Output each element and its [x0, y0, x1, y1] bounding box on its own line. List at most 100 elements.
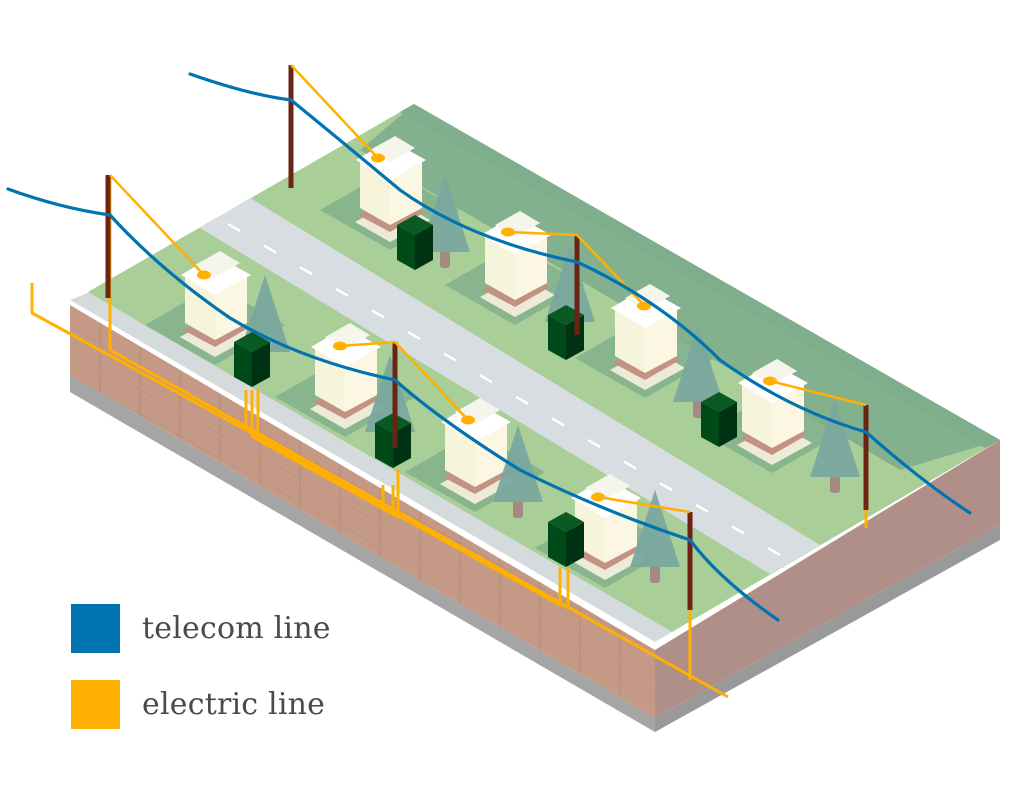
transformer-side	[375, 423, 393, 468]
house-wall-left	[315, 347, 345, 412]
electric-drop-line	[597, 495, 691, 514]
utility-pole	[574, 235, 580, 335]
house-roof-upper	[625, 284, 670, 310]
transformer-box	[548, 512, 584, 567]
road-dash	[371, 309, 385, 319]
road-dash	[587, 438, 601, 449]
transformer-side	[701, 402, 719, 447]
grass-top	[88, 104, 1000, 632]
transformer-side	[548, 522, 566, 567]
electric-branch	[396, 470, 570, 610]
house-lots	[145, 136, 860, 588]
tree	[673, 325, 723, 418]
transformer-box	[701, 392, 737, 447]
tree-canopy	[545, 245, 595, 322]
road-dash	[227, 222, 241, 233]
house-wall-right	[772, 383, 804, 448]
transformer-front	[566, 522, 584, 567]
legend-item-telecom: telecom line	[71, 603, 331, 653]
house-roof-upper	[195, 251, 240, 277]
electric-drop-line	[339, 340, 469, 421]
transformer-front	[719, 402, 737, 447]
transformer-front	[415, 225, 433, 270]
telecom-swatch	[71, 603, 120, 653]
road	[200, 198, 820, 574]
house-wall-right	[605, 498, 637, 563]
transformer-front	[252, 342, 270, 387]
underground-electric-lines	[30, 175, 868, 699]
road-dash	[731, 525, 745, 535]
tree-canopy	[493, 425, 543, 502]
house-wall-left	[742, 383, 772, 448]
house-wall-left	[615, 308, 645, 373]
transformer-top	[397, 215, 433, 235]
electric-drop-line	[109, 174, 205, 276]
road-dash	[551, 417, 565, 427]
transformer-top	[701, 392, 737, 412]
road-dash	[299, 266, 313, 276]
utility-poles	[105, 65, 869, 610]
utility-pole	[288, 65, 294, 188]
electric-branch	[381, 485, 562, 607]
transformer-side	[548, 315, 566, 360]
tree-trunk	[650, 565, 660, 583]
house-wall-right	[345, 347, 377, 412]
tree-canopy	[365, 355, 415, 432]
road-dash	[479, 374, 493, 384]
transformer-box	[234, 332, 270, 387]
house-wall-right	[645, 308, 677, 373]
road-dash	[335, 287, 349, 297]
tree-trunk	[830, 475, 840, 493]
road-dash	[767, 546, 781, 557]
transformer-side	[234, 342, 252, 387]
telecom-line-front	[6, 187, 780, 622]
soil-right-face	[655, 440, 1000, 718]
tree-trunk	[693, 400, 703, 418]
tree	[493, 425, 543, 518]
back-lawn-wide	[360, 104, 1000, 470]
utility-pole	[392, 342, 398, 448]
road-dash	[443, 352, 457, 362]
house-roof-upper	[752, 359, 797, 385]
house	[445, 211, 585, 325]
house-wall-right	[515, 235, 547, 300]
house-wall-left	[445, 422, 475, 487]
electric-swatch	[71, 679, 120, 729]
road-dash	[515, 395, 529, 405]
transformer-box	[397, 215, 433, 270]
telecom-line-back	[188, 72, 972, 515]
legend-label-electric: electric line	[142, 686, 326, 722]
utility-pole	[687, 512, 693, 610]
house-wall-left	[485, 235, 515, 300]
overhead-electric-drops	[109, 64, 867, 514]
road-dash	[263, 244, 277, 254]
utility-pole	[863, 405, 869, 510]
legend-label-telecom: telecom line	[142, 610, 331, 646]
house	[535, 474, 675, 588]
utility-pole	[105, 175, 111, 298]
sidewalk	[70, 292, 672, 642]
road-center-dashes	[227, 222, 781, 557]
road-dash	[623, 460, 637, 470]
telecom-lines	[6, 72, 972, 622]
road-dash	[695, 503, 709, 513]
tree-trunk	[440, 250, 450, 268]
tree-trunk	[513, 500, 523, 518]
tree-canopy	[673, 325, 723, 402]
slab-base-front	[70, 375, 655, 732]
road-dash	[659, 482, 673, 492]
electric-drop-line	[769, 379, 867, 407]
slab-base-right	[655, 525, 1000, 732]
tree	[810, 400, 860, 493]
transformer-side	[397, 225, 415, 270]
house-wall-right	[475, 422, 507, 487]
transformer-top	[234, 332, 270, 352]
electric-drop-line	[290, 64, 379, 159]
transformer-top	[548, 512, 584, 532]
road-dash	[407, 330, 421, 341]
service-connection-dots	[197, 153, 777, 502]
legend-item-electric: electric line	[71, 679, 331, 729]
tree-canopy	[810, 400, 860, 477]
electric-drop-line	[507, 230, 645, 306]
